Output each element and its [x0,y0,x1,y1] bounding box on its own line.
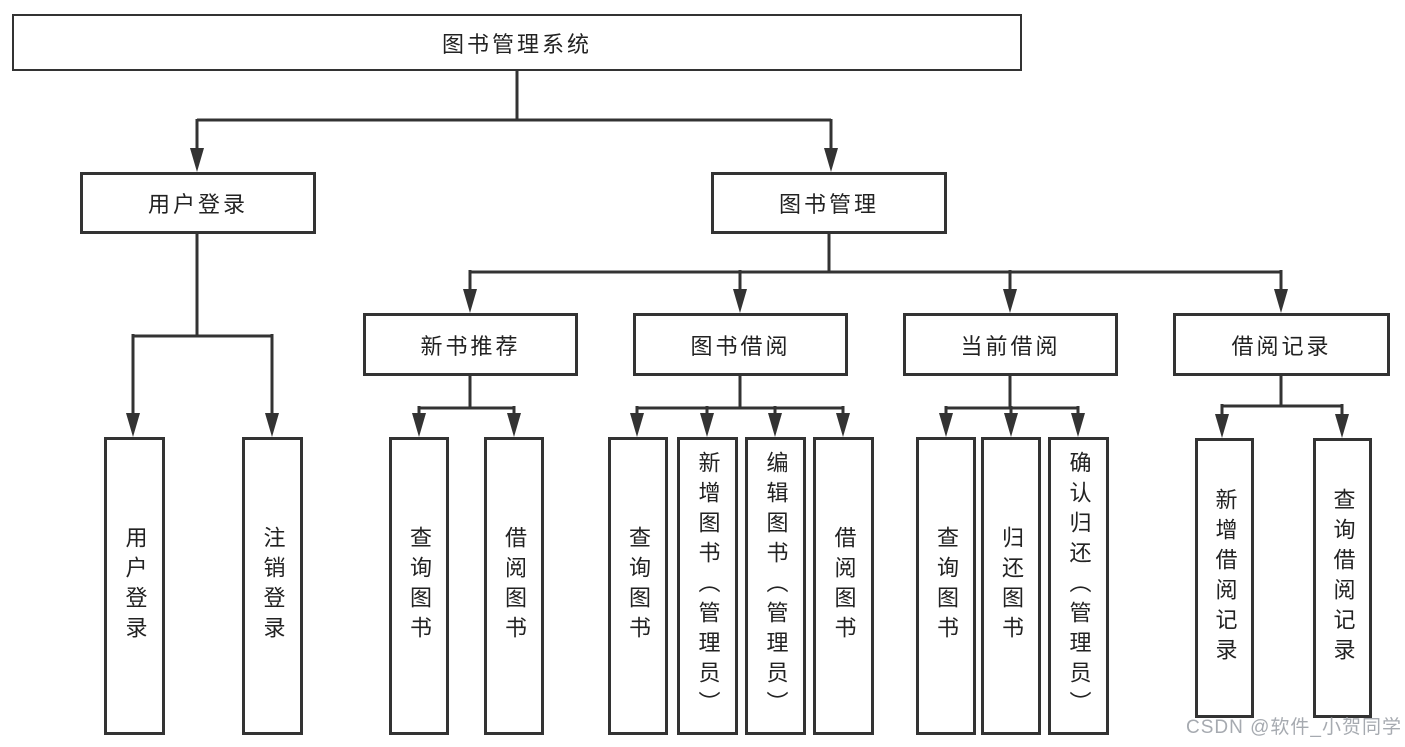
node-root: 图书管理系统 [12,14,1022,71]
leaf-current-query-book: 查询图书 [916,437,976,735]
leaf-current-return-book: 归还图书 [981,437,1041,735]
leaf-current-confirm-return: 确认归还（管理员） [1048,437,1109,735]
leaf-records-add-record-label: 新增借阅记录 [1212,488,1238,668]
leaf-borrow-edit-book-label: 编辑图书（管理员） [763,451,789,721]
leaf-borrow-query-book-label: 查询图书 [626,526,651,646]
node-book-management: 图书管理 [711,172,947,234]
node-user-login: 用户登录 [80,172,316,234]
node-new-book-recommend-label: 新书推荐 [420,333,521,359]
csdn-watermark: CSDN @软件_小贺同学 [1186,717,1402,738]
leaf-borrow-add-book: 新增图书（管理员） [677,437,738,735]
leaf-current-query-book-label: 查询图书 [934,526,959,646]
leaf-borrow-borrow-book: 借阅图书 [813,437,874,735]
node-book-management-label: 图书管理 [778,192,879,217]
node-root-label: 图书管理系统 [441,31,592,57]
leaf-records-query-record: 查询借阅记录 [1313,438,1372,718]
node-book-borrow-label: 图书借阅 [690,333,791,359]
node-book-borrow: 图书借阅 [633,313,848,376]
leaf-borrow-borrow-book-label: 借阅图书 [831,526,857,646]
leaf-recommend-borrow-book-label: 借阅图书 [502,526,527,646]
leaf-records-query-record-label: 查询借阅记录 [1330,488,1356,668]
node-borrow-records: 借阅记录 [1173,313,1390,376]
leaf-recommend-borrow-book: 借阅图书 [484,437,544,735]
node-current-borrow: 当前借阅 [903,313,1118,376]
node-current-borrow-label: 当前借阅 [960,333,1061,359]
leaf-current-return-book-label: 归还图书 [999,526,1024,646]
leaf-recommend-query-book-label: 查询图书 [407,526,432,646]
leaf-logout-label: 注销登录 [260,526,286,646]
leaf-current-confirm-return-label: 确认归还（管理员） [1066,451,1092,721]
leaf-logout: 注销登录 [242,437,303,735]
leaf-borrow-add-book-label: 新增图书（管理员） [695,451,721,721]
leaf-borrow-edit-book: 编辑图书（管理员） [745,437,806,735]
node-borrow-records-label: 借阅记录 [1231,333,1332,359]
leaf-user-login-label: 用户登录 [122,526,148,646]
node-user-login-label: 用户登录 [147,192,248,217]
node-new-book-recommend: 新书推荐 [363,313,578,376]
leaf-recommend-query-book: 查询图书 [389,437,449,735]
leaf-records-add-record: 新增借阅记录 [1195,438,1254,718]
leaf-user-login: 用户登录 [104,437,165,735]
leaf-borrow-query-book: 查询图书 [608,437,668,735]
